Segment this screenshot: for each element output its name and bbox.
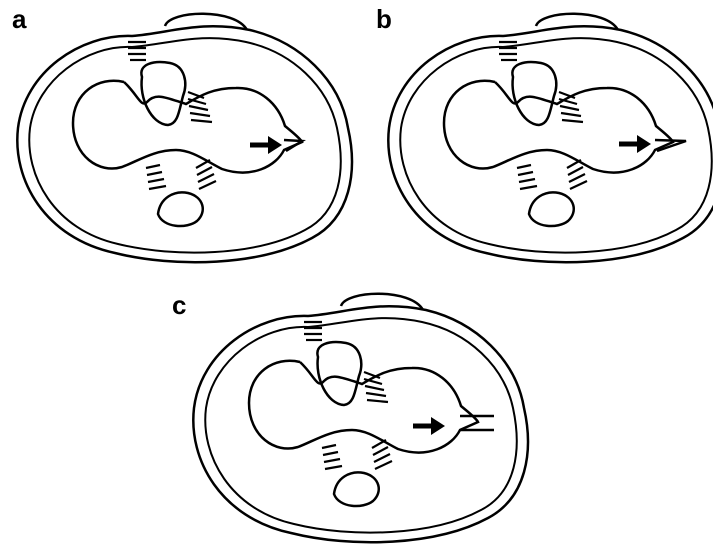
panel-c-section [193, 294, 528, 543]
arrow-icon-c [413, 417, 445, 435]
arrow-icon-b [619, 135, 651, 153]
arrow-icon-a [250, 136, 282, 154]
panel-a-section [17, 14, 352, 263]
panel-b-section [388, 14, 713, 263]
